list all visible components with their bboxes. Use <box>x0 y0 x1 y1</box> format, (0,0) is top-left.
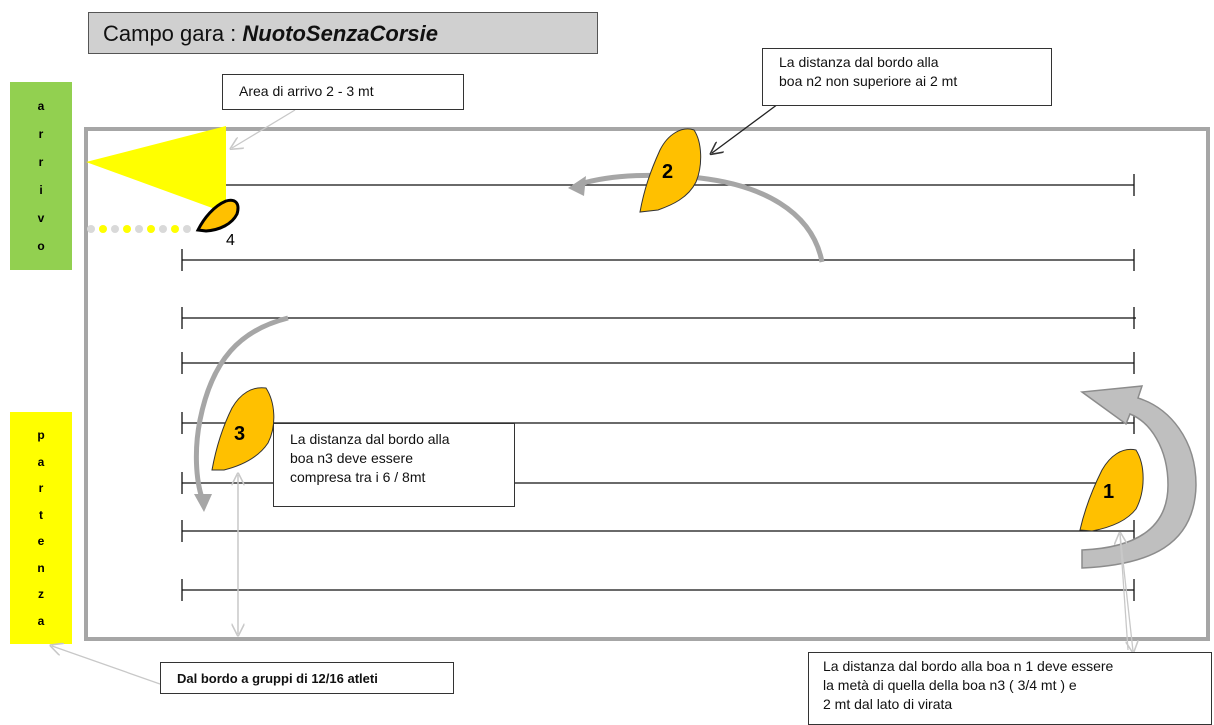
note-buoy2: La distanza dal bordo alla boa n2 non su… <box>762 48 1052 106</box>
pool-border <box>84 127 1210 641</box>
note-buoy1-line: La distanza dal bordo alla boa n 1 deve … <box>823 658 1114 674</box>
callout-arrow-buoy2 <box>712 103 779 153</box>
buoy-1 <box>1079 448 1144 532</box>
note-buoy3-line: boa n3 deve essere <box>290 450 413 466</box>
note-buoy3: La distanza dal bordo alla boa n3 deve e… <box>273 423 515 507</box>
note-buoy1-line: 2 mt dal lato di virata <box>823 696 953 712</box>
arrivo-letter: o <box>37 239 45 253</box>
partenza-letter: r <box>38 481 44 496</box>
partenza-letter: t <box>39 507 43 522</box>
finish-rope <box>87 225 191 233</box>
buoy-2 <box>639 128 702 213</box>
buoy-4-number: 4 <box>226 232 235 249</box>
callout-arrow-buoy1-up <box>1120 534 1129 651</box>
note-buoy2-line: boa n2 non superiore ai 2 mt <box>779 73 958 89</box>
arrivo-letter: r <box>38 127 44 141</box>
note-buoy2-line: La distanza dal bordo alla <box>779 54 939 70</box>
route-arrow-buoy3 <box>193 315 289 512</box>
arrivo-letter: i <box>39 183 43 197</box>
arrivo-label: a r r i v o <box>10 82 72 270</box>
note-buoy1-line: la metà di quella della boa n3 ( 3/4 mt … <box>823 677 1077 693</box>
partenza-letter: e <box>37 534 45 549</box>
partenza-letter: a <box>37 454 45 469</box>
buoy-4 <box>195 198 240 233</box>
buoy-3-number: 3 <box>234 423 245 445</box>
partenza-letter: p <box>37 428 45 443</box>
finish-zone <box>86 126 226 213</box>
partenza-label: p a r t e n z a <box>10 412 72 644</box>
buoy-1-number: 1 <box>1103 481 1114 503</box>
route-arrow-buoy2 <box>568 172 825 263</box>
partenza-letter: z <box>38 587 44 602</box>
diagram-title: Campo gara : NuotoSenzaCorsie <box>88 12 598 54</box>
title-name: NuotoSenzaCorsie <box>242 21 438 46</box>
partenza-letter: n <box>37 560 45 575</box>
lane-lines <box>181 174 1136 601</box>
note-buoy3-line: compresa tra i 6 / 8mt <box>290 469 426 485</box>
buoy-3 <box>211 387 275 471</box>
note-buoy1: La distanza dal bordo alla boa n 1 deve … <box>808 652 1212 725</box>
partenza-letter: a <box>37 613 45 628</box>
route-arrow-buoy1 <box>1079 385 1197 569</box>
title-prefix: Campo gara : <box>103 21 243 46</box>
arrivo-letter: r <box>38 155 44 169</box>
callout-arrow-arrivo <box>232 109 296 148</box>
callout-arrow-buoy1-down <box>1119 533 1133 651</box>
arrivo-letter: a <box>37 99 45 113</box>
note-buoy3-line: La distanza dal bordo alla <box>290 431 450 447</box>
arrivo-letter: v <box>37 211 45 225</box>
note-arrivo-area: Area di arrivo 2 - 3 mt <box>222 74 464 110</box>
callout-arrow-start <box>52 646 161 685</box>
buoy-2-number: 2 <box>662 161 673 183</box>
note-start: Dal bordo a gruppi di 12/16 atleti <box>160 662 454 694</box>
note-start-text: Dal bordo a gruppi di 12/16 atleti <box>177 671 378 686</box>
note-arrivo-area-text: Area di arrivo 2 - 3 mt <box>239 83 374 99</box>
